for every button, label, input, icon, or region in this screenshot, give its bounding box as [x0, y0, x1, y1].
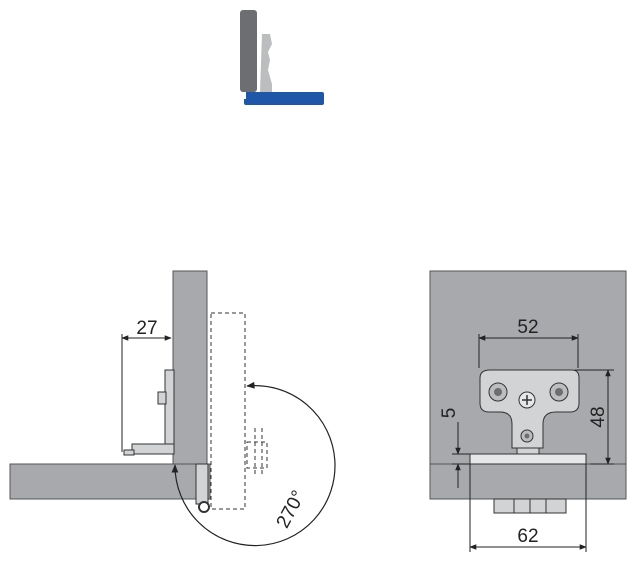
hinge-base-strip	[469, 453, 587, 465]
hinge-mounting-plate	[479, 369, 580, 449]
dim-52-label: 52	[517, 317, 538, 338]
cabinet-side	[172, 270, 208, 465]
dim-27-label: 27	[136, 318, 157, 339]
angle-270-label: 270°	[273, 487, 310, 532]
side-view: 27 270°	[9, 270, 336, 547]
hinge-type-icon	[240, 10, 324, 105]
door-open-position	[210, 312, 268, 510]
hinge-knuckles	[493, 498, 567, 514]
dim-48-label: 48	[588, 406, 609, 427]
opening-angle-arc	[171, 381, 336, 547]
dim-62-label: 62	[517, 526, 538, 547]
front-view: 52 48 5 62	[429, 270, 627, 552]
dim-5-label: 5	[439, 408, 460, 419]
